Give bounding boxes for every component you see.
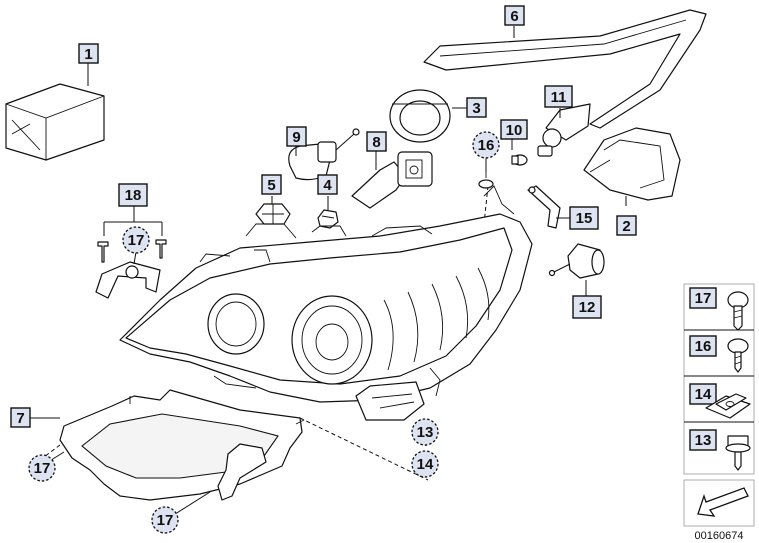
- callout-2: 2: [616, 215, 637, 236]
- svg-text:14: 14: [695, 386, 712, 403]
- svg-text:10: 10: [506, 122, 523, 139]
- callout-18: 18: [118, 183, 148, 207]
- leader-lines: [30, 26, 627, 517]
- headlight-assembly: [119, 185, 533, 421]
- legend-item-13: 13: [689, 429, 751, 471]
- svg-text:17: 17: [34, 460, 51, 477]
- screw-icon: [725, 435, 751, 471]
- svg-text:16: 16: [695, 338, 712, 355]
- callout-17-top: 17: [122, 226, 150, 254]
- svg-text:11: 11: [551, 89, 567, 106]
- svg-text:13: 13: [695, 432, 712, 449]
- part-15-bracket: [527, 185, 561, 229]
- part-12-motor: [548, 243, 605, 279]
- part-5-cap: [255, 203, 291, 225]
- callout-7: 7: [10, 407, 31, 428]
- screw-icon: [727, 291, 749, 331]
- callout-16: 16: [472, 131, 500, 159]
- callout-10: 10: [500, 119, 528, 140]
- svg-text:7: 7: [16, 410, 24, 427]
- callout-8: 8: [366, 131, 387, 152]
- direction-arrow-box: [683, 479, 755, 527]
- svg-text:14: 14: [417, 456, 434, 473]
- svg-text:13: 13: [417, 424, 434, 441]
- svg-text:6: 6: [510, 8, 518, 25]
- svg-text:1: 1: [84, 46, 92, 63]
- svg-text:18: 18: [125, 187, 142, 204]
- callout-1: 1: [78, 43, 99, 64]
- svg-text:3: 3: [472, 100, 480, 117]
- part-11-socket: [537, 103, 591, 157]
- part-2-cover: [583, 127, 681, 201]
- part-3-ring: [389, 89, 451, 143]
- part-4-clip: [317, 209, 339, 229]
- callout-15: 15: [569, 206, 599, 230]
- part-7-frame: [59, 389, 305, 501]
- legend-item-16: 16: [689, 335, 749, 373]
- clip-nut-icon: [705, 393, 751, 419]
- part-8-xenon-bulb: [351, 151, 433, 209]
- svg-text:17: 17: [128, 232, 145, 249]
- svg-text:12: 12: [579, 299, 596, 316]
- callout-12: 12: [572, 295, 602, 319]
- direction-arrow-icon: [697, 487, 749, 517]
- callout-11: 11: [544, 85, 573, 108]
- svg-text:9: 9: [292, 129, 300, 146]
- svg-text:2: 2: [622, 218, 630, 235]
- part-1-box: [5, 83, 105, 161]
- part-6-seal-strip: [423, 9, 707, 129]
- svg-text:4: 4: [323, 177, 332, 194]
- svg-text:8: 8: [372, 134, 380, 151]
- callout-5: 5: [261, 174, 282, 195]
- callout-3: 3: [466, 97, 487, 118]
- callout-14: 14: [411, 450, 439, 478]
- svg-text:17: 17: [157, 512, 174, 529]
- callout-17-bottom: 17: [151, 506, 179, 534]
- part-10-small-bulb: [511, 154, 528, 166]
- document-number: 00160674: [695, 530, 744, 542]
- part-9-bulb: [288, 128, 360, 181]
- callout-4: 4: [317, 174, 338, 195]
- screw-icon: [727, 338, 749, 373]
- svg-text:15: 15: [576, 210, 593, 227]
- callout-9: 9: [286, 126, 307, 147]
- part-16-fastener: [478, 160, 494, 189]
- callout-17-left: 17: [28, 454, 56, 482]
- svg-text:5: 5: [267, 177, 275, 194]
- legend-item-14: 14: [689, 383, 751, 419]
- legend-item-17: 17: [689, 287, 749, 331]
- callout-13: 13: [411, 418, 439, 446]
- callout-6: 6: [504, 5, 525, 26]
- svg-text:17: 17: [695, 290, 712, 307]
- fastener-legend: 17 16 14: [683, 283, 755, 475]
- svg-text:16: 16: [478, 137, 495, 154]
- part-18-bracket: [95, 239, 167, 299]
